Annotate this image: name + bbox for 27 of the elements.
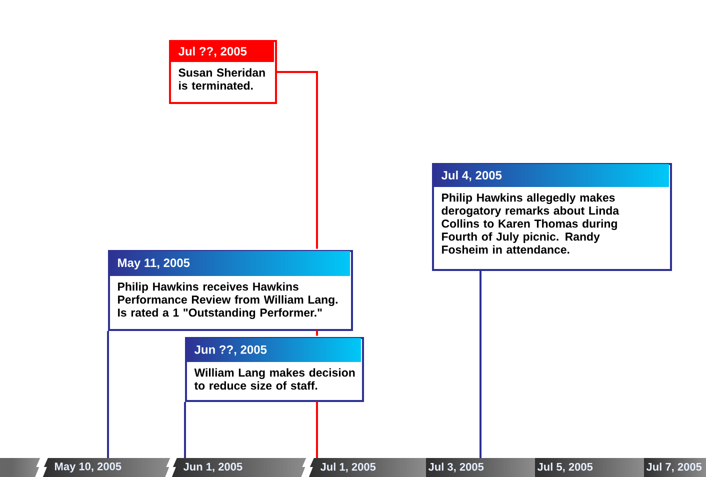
leader-line [107,331,109,458]
date-header: Jul ??, 2005 [170,41,274,62]
event-card [432,163,672,271]
date-label: May 10, 2005 [55,462,122,472]
event-card [185,337,364,402]
date-label: Jul 3, 2005 [428,462,484,472]
timeline-band [426,458,535,477]
date-label: Jul 7, 2005 [646,462,702,472]
date-label: Jul 5, 2005 [537,462,593,472]
date-label: Jun 1, 2005 [183,462,242,472]
leader-line [480,271,482,458]
event-description: Philip Hawkins allegedly makes derogatory remarks about Linda Collins to Karen Thomas during Fourth of July picnic. Randy Fosheim in attendance. [442,193,620,254]
event-card [108,250,353,331]
event-description: Philip Hawkins receives Hawkins Performance Review from William Lang. Is rated a 1 "Outstanding Performer." [118,282,338,319]
timeline-band [535,458,644,477]
date-header: Jul 4, 2005 [433,164,669,187]
event-description: William Lang makes decision to reduce size of staff. [194,368,355,390]
event-card [169,40,277,104]
leader-line [184,402,186,458]
timeline-band [43,458,170,477]
date-label: Jul 1, 2005 [320,462,376,472]
date-header: May 11, 2005 [109,251,350,276]
timeline-band [172,458,306,477]
event-description: Susan Sheridan is terminated. [178,68,265,90]
timeline-band [644,458,706,477]
timeline-band [309,458,426,477]
date-header: Jun ??, 2005 [186,338,361,362]
